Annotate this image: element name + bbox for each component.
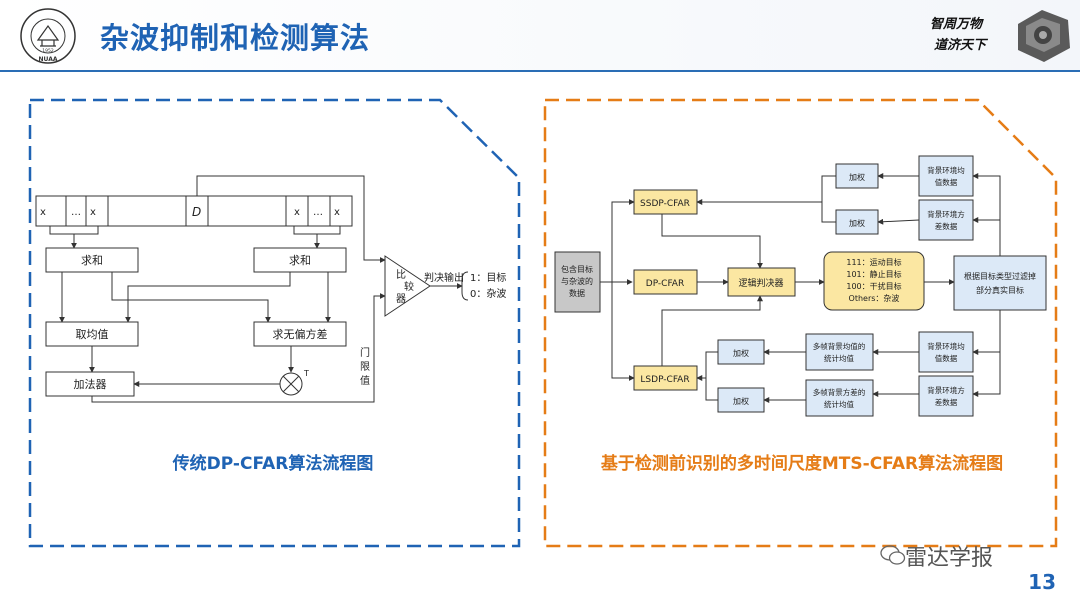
page-number: 13 [1028, 570, 1056, 594]
left-diagram-caption: 传统DP-CFAR算法流程图 [172, 454, 374, 474]
bg-mean-block-1 [918, 155, 974, 197]
bg-var-block-1 [918, 199, 974, 241]
logic-decision-block [727, 267, 796, 297]
result-line-2: 101：静止目标 [846, 269, 901, 279]
threshold-label-1: 门 [360, 346, 370, 359]
stone-seal-icon [1018, 10, 1070, 62]
ssdp-cfar-block [633, 189, 698, 215]
weight-label-3: 加权 [733, 348, 749, 358]
multi-frame-mean-block [805, 333, 874, 371]
input-label-1: 包含目标 [561, 264, 593, 274]
result-classes-block [823, 251, 925, 311]
bg-var-2-label-1: 背景环境方 [927, 385, 965, 395]
bg-mean-1-label-1: 背景环境均 [927, 165, 965, 175]
logo-caption: NUAA [39, 56, 58, 63]
sliding-window [35, 195, 353, 227]
adder-label: 加法器 [74, 377, 107, 391]
logo-inner-ring [30, 18, 66, 54]
right-diagram-caption: 基于检测前识别的多时间尺度MTS-CFAR算法流程图 [600, 454, 1004, 474]
weight-label-4: 加权 [733, 396, 749, 406]
motto-line-2: 道济天下 [934, 38, 987, 53]
decision-output-label: 判决输出 [424, 271, 464, 284]
cell-label-1: x [40, 207, 46, 218]
comparator-label-1: 比 [396, 269, 406, 281]
bg-mean-block-2 [918, 331, 974, 373]
unbiased-var-label: 求无偏方差 [273, 327, 328, 341]
motto-line-1: 智周万物 [930, 17, 983, 32]
input-label-3: 数据 [569, 288, 585, 298]
sum-right-label: 求和 [289, 254, 311, 267]
ssdp-cfar-label: SSDP-CFAR [640, 199, 690, 209]
motto: 智周万物 道济天下 [930, 14, 1010, 56]
target-filter-block [953, 255, 1047, 311]
bg-var-1-label-2: 差数据 [935, 221, 958, 231]
bg-var-block-2 [918, 375, 974, 417]
header-divider [0, 70, 1080, 72]
adder-block [45, 371, 135, 397]
bg-mean-2-label-1: 背景环境均 [927, 341, 965, 351]
cell-label-3: x [90, 207, 96, 218]
weight-block-2 [835, 209, 879, 235]
left-panel-frame [28, 98, 521, 548]
result-target-label: 1：目标 [470, 272, 506, 284]
logo-outer-ring [20, 8, 76, 64]
cell-label-5: x [294, 207, 300, 218]
input-data-block [554, 251, 601, 313]
lsdp-cfar-label: LSDP-CFAR [640, 375, 689, 385]
comparator-block [384, 255, 431, 317]
right-panel-frame [543, 98, 1058, 548]
weight-label-2: 加权 [849, 218, 865, 228]
comparator-label-3: 器 [396, 293, 406, 305]
t-label: T [303, 369, 309, 378]
unbiased-var-block [253, 321, 347, 347]
logic-decision-label: 逻辑判决器 [738, 277, 783, 289]
multi-mean-label-2: 统计均值 [824, 353, 854, 363]
filter-label-2: 部分真实目标 [976, 285, 1024, 295]
threshold-label-3: 值 [360, 374, 370, 387]
cell-label-6: … [313, 207, 323, 218]
filter-label-1: 根据目标类型过滤掉 [964, 271, 1036, 281]
weight-block-1 [835, 163, 879, 189]
input-label-2: 与杂波的 [561, 276, 593, 286]
watermark-text: 雷达学报 [905, 546, 994, 571]
mean-label: 取均值 [76, 328, 109, 341]
multi-mean-label-1: 多帧背景均值的 [813, 341, 866, 351]
multi-frame-var-block [805, 379, 874, 417]
result-clutter-label: 0：杂波 [470, 287, 506, 300]
sum-right-block [253, 247, 347, 273]
building-icon [36, 24, 60, 47]
header-bar [0, 0, 1080, 72]
mean-block [45, 321, 139, 347]
cell-label-7: x [334, 207, 340, 218]
lsdp-cfar-block [633, 365, 698, 391]
threshold-label-2: 限 [360, 361, 370, 373]
cell-label-2: … [71, 207, 81, 218]
weight-label-1: 加权 [849, 172, 865, 182]
sum-left-label: 求和 [81, 254, 103, 267]
cell-label-d: D [192, 205, 201, 219]
weight-block-3 [717, 339, 765, 365]
result-line-3: 100：干扰目标 [846, 281, 901, 291]
weight-block-4 [717, 387, 765, 413]
logo-year: 1952 [42, 48, 54, 54]
multi-var-label-1: 多帧背景方差的 [813, 387, 866, 397]
wechat-icon [880, 545, 906, 565]
result-line-1: 111：运动目标 [846, 257, 901, 267]
bg-var-2-label-2: 差数据 [935, 397, 958, 407]
dp-cfar-block [633, 269, 698, 295]
result-line-4: Others：杂波 [849, 293, 900, 303]
sum-left-block [45, 247, 139, 273]
bg-mean-2-label-2: 值数据 [935, 353, 958, 363]
page-title: 杂波抑制和检测算法 [100, 21, 371, 55]
seal-dot [1039, 31, 1047, 39]
comparator-label-2: 较 [404, 280, 414, 293]
university-logo: 1952 NUAA [20, 8, 76, 64]
bg-mean-1-label-2: 值数据 [935, 177, 958, 187]
bg-var-1-label-1: 背景环境方 [927, 209, 965, 219]
multi-var-label-2: 统计均值 [824, 399, 854, 409]
dp-cfar-label: DP-CFAR [646, 279, 684, 289]
